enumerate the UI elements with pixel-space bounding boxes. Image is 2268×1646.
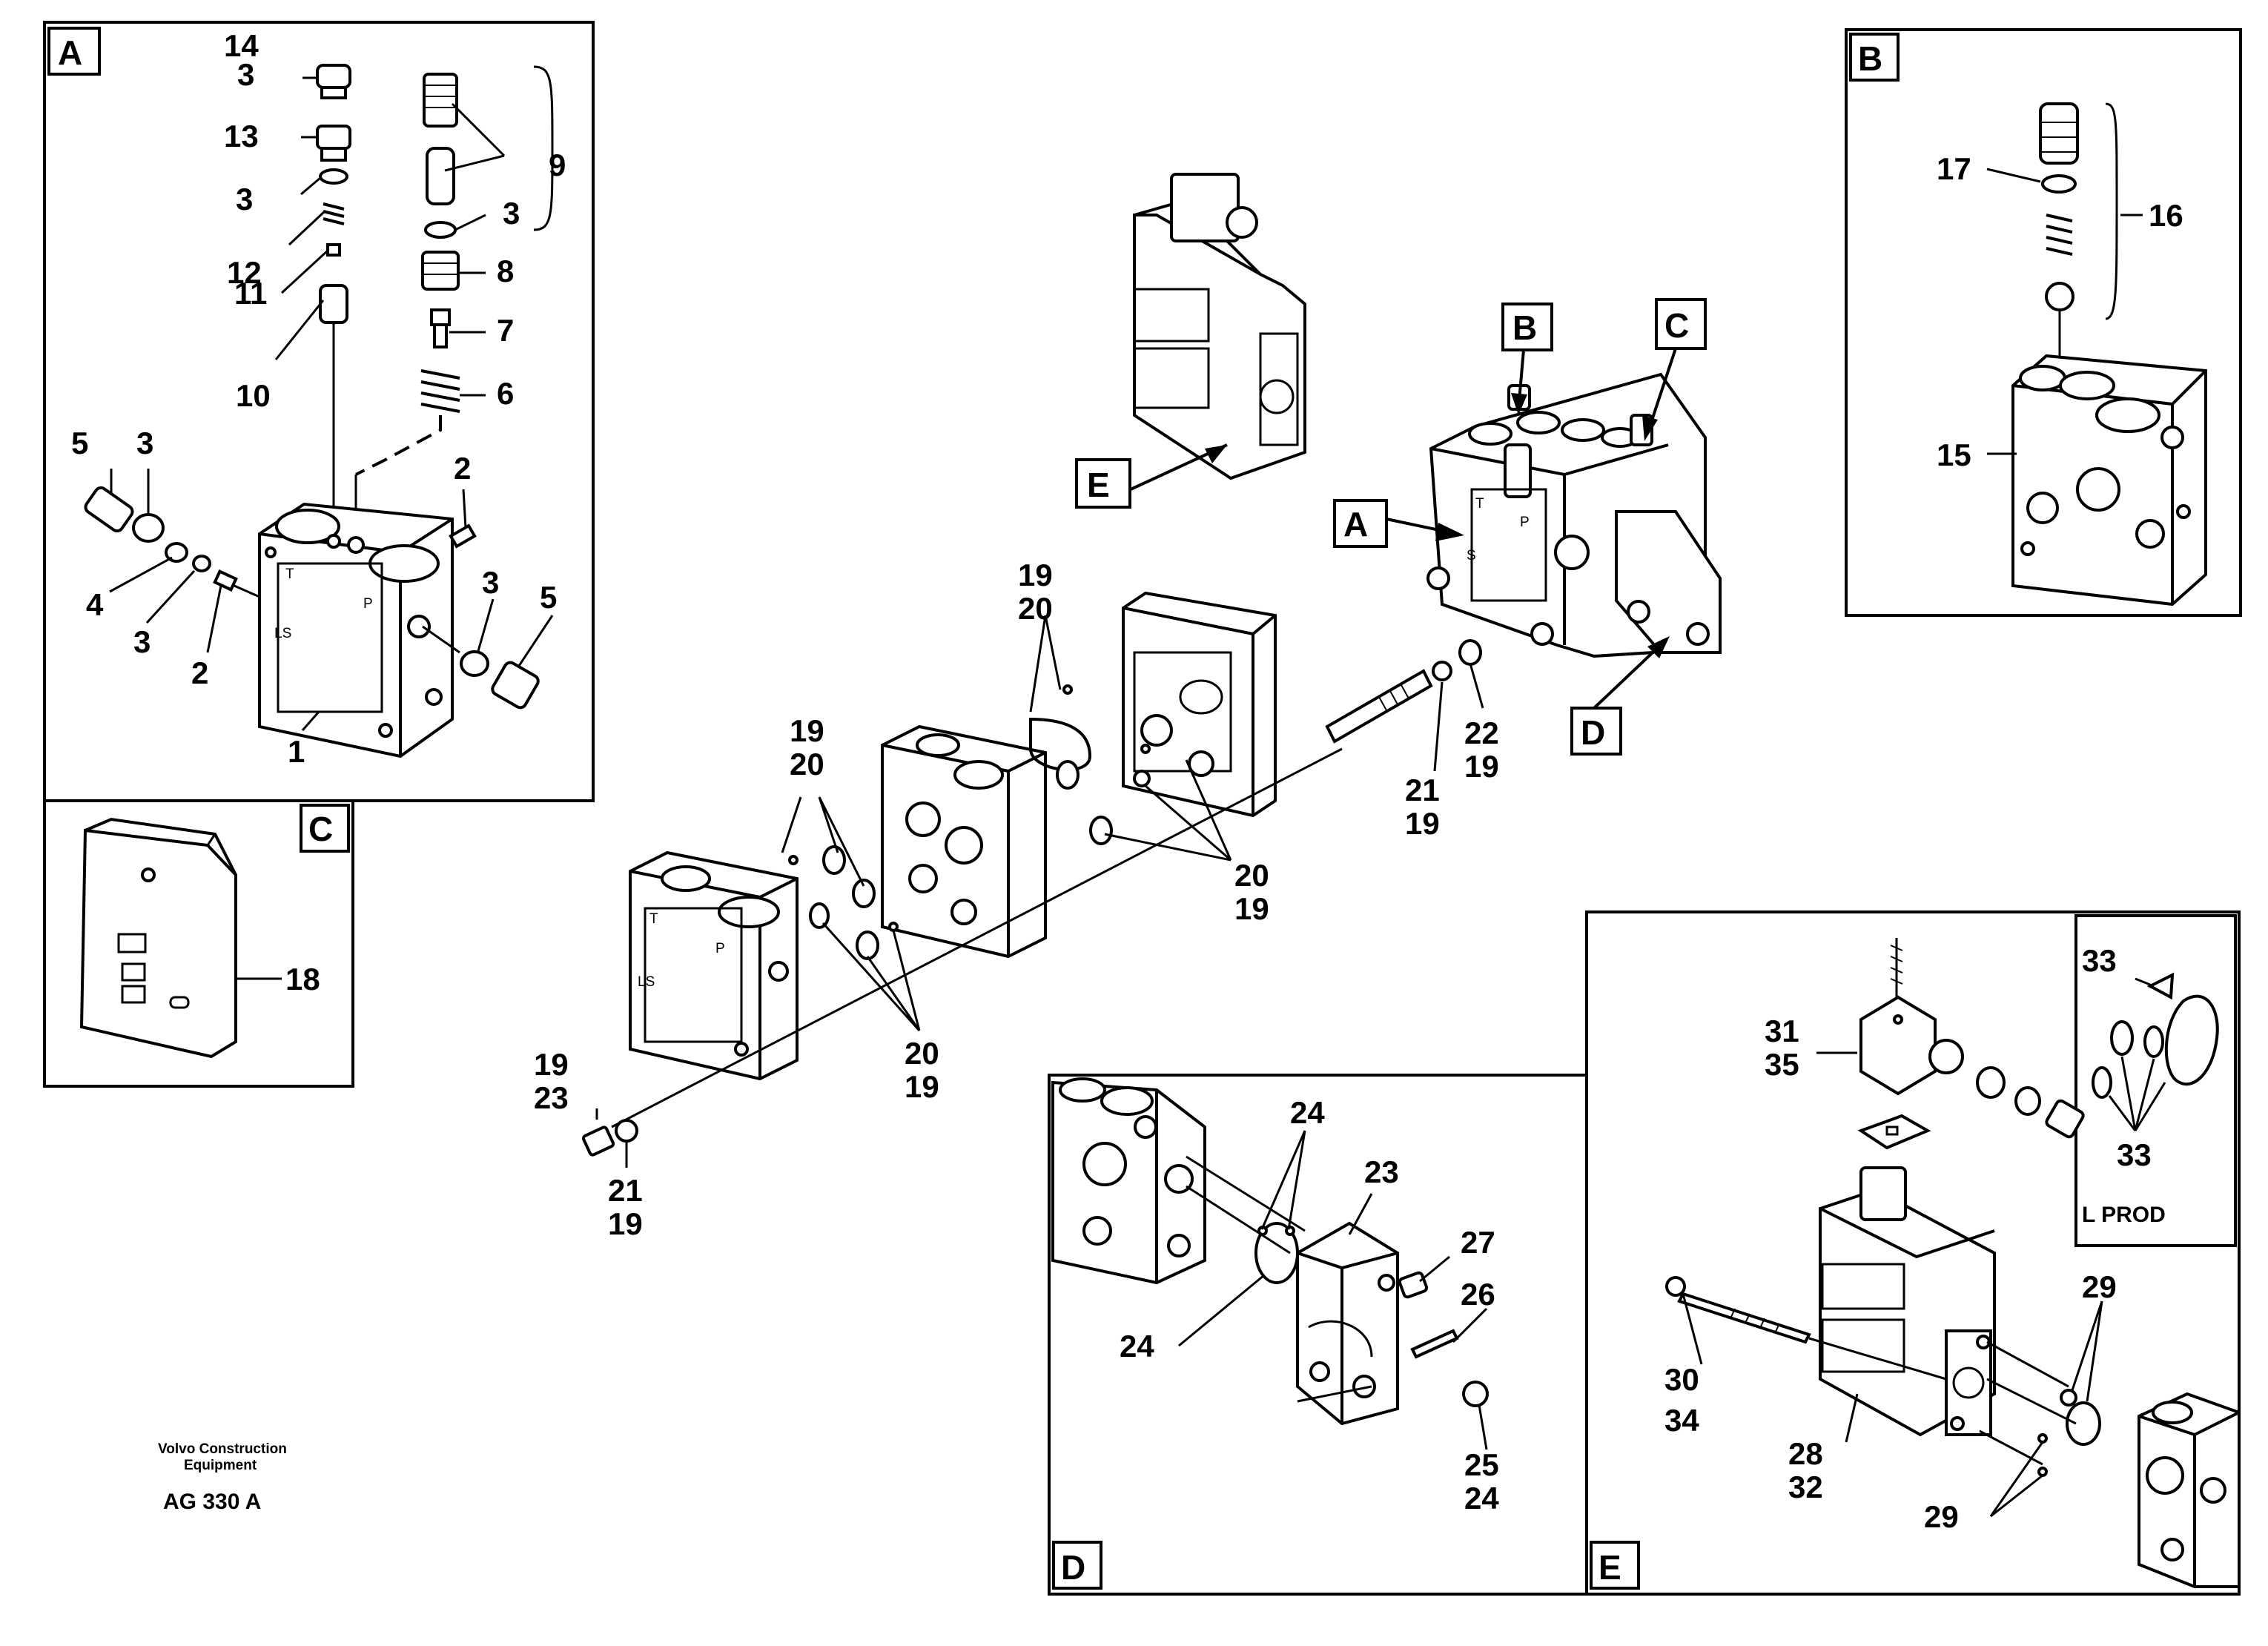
svg-text:LS: LS xyxy=(274,626,291,641)
svg-text:S: S xyxy=(1467,548,1476,563)
label-3: 3 xyxy=(482,565,499,600)
svg-text:P: P xyxy=(363,596,373,612)
drawing-code: AG 330 A xyxy=(163,1490,261,1514)
label-19: 19 xyxy=(905,1069,939,1104)
label-20: 20 xyxy=(905,1036,939,1071)
callout-e: E xyxy=(1087,466,1110,504)
label-22: 22 xyxy=(1464,715,1499,750)
label-5: 5 xyxy=(540,580,557,615)
panel-e-label: E xyxy=(1598,1548,1621,1587)
panel-d: D 24 23 27 26 2 xyxy=(1048,1074,1588,1596)
label-3: 3 xyxy=(237,57,254,92)
label-15: 15 xyxy=(1937,437,1971,472)
label-19: 19 xyxy=(790,713,824,748)
panel-c-label: C xyxy=(308,810,333,848)
label-24: 24 xyxy=(1290,1095,1325,1130)
svg-text:LS: LS xyxy=(638,974,655,990)
label-26: 26 xyxy=(1461,1277,1495,1312)
label-29: 29 xyxy=(1924,1499,1959,1534)
panel-a: A xyxy=(43,21,595,802)
company-name-line2: Equipment xyxy=(184,1458,257,1473)
label-24: 24 xyxy=(1464,1481,1499,1516)
label-4: 4 xyxy=(86,587,104,622)
callout-c: C xyxy=(1664,306,1689,345)
label-19: 19 xyxy=(1464,749,1499,784)
exploded-blocks: T P LS 19 20 19 2 xyxy=(534,558,1499,1241)
label-11: 11 xyxy=(234,276,267,311)
panel-b: B 17 16 15 xyxy=(1845,28,2242,617)
label-34: 34 xyxy=(1664,1403,1699,1438)
svg-text:T: T xyxy=(649,911,658,927)
valve-block-1: T P LS xyxy=(258,502,454,758)
label-25: 25 xyxy=(1464,1447,1499,1482)
label-13: 13 xyxy=(224,119,259,153)
right-fittings xyxy=(422,523,540,710)
label-17: 17 xyxy=(1937,151,1971,186)
label-24: 24 xyxy=(1120,1329,1154,1364)
valve-cartridge-stack xyxy=(354,73,460,549)
label-21: 21 xyxy=(1405,773,1440,807)
label-6: 6 xyxy=(497,376,514,411)
label-31: 31 xyxy=(1765,1014,1799,1048)
panel-a-label: A xyxy=(58,33,82,72)
label-2: 2 xyxy=(191,655,208,690)
assembly-callouts: B C A D xyxy=(1333,298,1707,756)
label-20: 20 xyxy=(1234,858,1269,893)
label-21: 21 xyxy=(608,1173,643,1208)
label-16: 16 xyxy=(2149,198,2183,233)
label-23: 23 xyxy=(534,1080,569,1115)
label-20: 20 xyxy=(1018,591,1053,626)
label-19: 19 xyxy=(1018,558,1053,592)
label-3: 3 xyxy=(136,426,153,460)
footer: Volvo Construction Equipment AG 330 A xyxy=(158,1441,287,1514)
label-20: 20 xyxy=(790,747,824,781)
svg-text:T: T xyxy=(1475,496,1484,512)
l-prod-note: L PROD xyxy=(2082,1203,2166,1227)
left-fittings xyxy=(84,486,260,598)
label-27: 27 xyxy=(1461,1225,1495,1260)
callout-d: D xyxy=(1581,713,1605,752)
label-9: 9 xyxy=(549,148,566,182)
solenoid-callout-e: E xyxy=(1075,173,1306,509)
leaders-a xyxy=(109,65,554,731)
label-33: 33 xyxy=(2117,1137,2152,1172)
label-7: 7 xyxy=(497,313,514,348)
panel-d-label: D xyxy=(1061,1548,1085,1587)
label-2: 2 xyxy=(454,451,471,486)
label-23: 23 xyxy=(1364,1154,1399,1189)
label-1: 1 xyxy=(288,734,305,769)
label-8: 8 xyxy=(497,254,514,288)
label-19: 19 xyxy=(1405,806,1440,841)
small-parts-stack xyxy=(316,64,351,545)
label-19: 19 xyxy=(608,1206,643,1241)
label-33: 33 xyxy=(2082,943,2117,978)
svg-text:T: T xyxy=(285,566,294,582)
panel-b-label: B xyxy=(1858,39,1882,78)
svg-text:P: P xyxy=(715,941,725,956)
callout-a: A xyxy=(1343,505,1368,543)
callout-b: B xyxy=(1512,308,1537,347)
label-30: 30 xyxy=(1664,1362,1699,1397)
label-35: 35 xyxy=(1765,1047,1799,1082)
label-3: 3 xyxy=(133,624,151,659)
label-19: 19 xyxy=(534,1047,569,1082)
label-19: 19 xyxy=(1234,891,1269,926)
label-28: 28 xyxy=(1788,1436,1823,1471)
label-5: 5 xyxy=(71,426,88,460)
label-32: 32 xyxy=(1788,1470,1823,1504)
label-14: 14 xyxy=(224,28,259,63)
label-29: 29 xyxy=(2082,1269,2117,1304)
label-3: 3 xyxy=(236,182,253,217)
label-12: 12 xyxy=(227,255,262,290)
label-18: 18 xyxy=(285,962,320,996)
label-3: 3 xyxy=(503,196,520,231)
panel-e: E 33 33 L PROD xyxy=(1585,910,2241,1596)
company-name-line1: Volvo Construction xyxy=(158,1441,287,1457)
label-10: 10 xyxy=(236,378,271,413)
svg-text:P: P xyxy=(1520,515,1530,530)
panel-c: C 18 xyxy=(43,799,354,1088)
main-valve-assembly: T P S xyxy=(1426,372,1722,658)
